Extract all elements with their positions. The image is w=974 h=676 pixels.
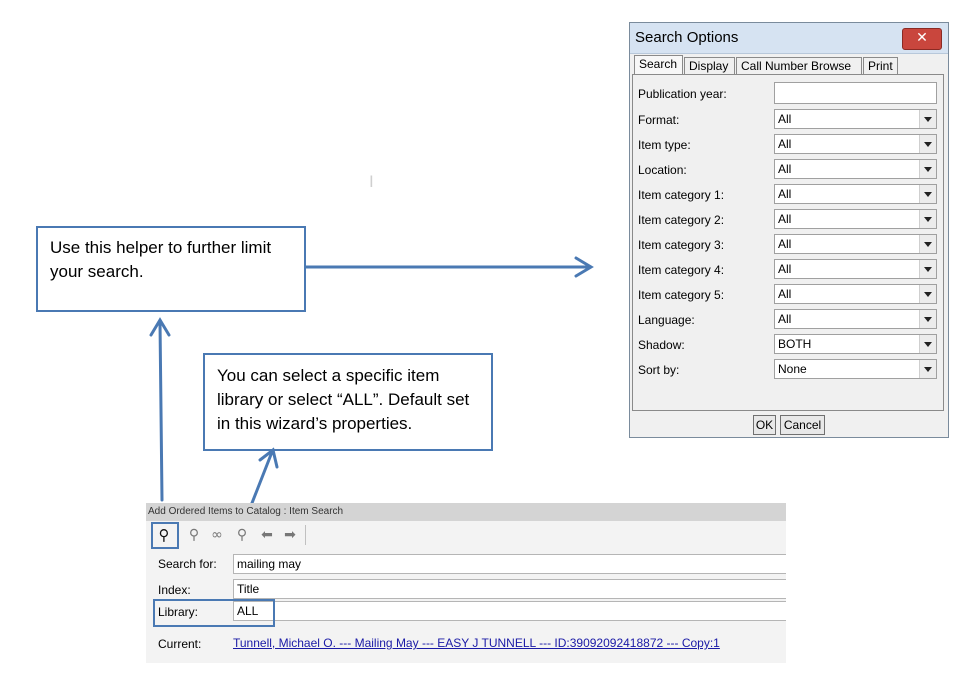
toolbar: ⚲ ⚲ ∞ ⚲ ⬅ ➡ <box>146 522 786 548</box>
current-label: Current: <box>158 637 202 651</box>
dialog-titlebar: Search Options ✕ <box>630 23 948 54</box>
language-label: Language: <box>638 313 695 327</box>
sort-by-label: Sort by: <box>638 363 680 377</box>
chevron-down-icon[interactable] <box>919 235 936 253</box>
text-cursor-icon: I <box>369 172 374 191</box>
chevron-down-icon[interactable] <box>919 335 936 353</box>
sort-by-value: None <box>778 362 807 376</box>
arrow-left-icon[interactable]: ⬅ <box>261 527 273 543</box>
cancel-button[interactable]: Cancel <box>780 415 825 435</box>
arrow-to-library-callout-head <box>258 447 279 469</box>
arrow-to-helper-head <box>149 317 171 337</box>
item-type-value: All <box>778 137 792 151</box>
item-category-2-row: Item category 2: All <box>633 209 943 231</box>
item-category-5-row: Item category 5: All <box>633 284 943 306</box>
tab-search[interactable]: Search <box>634 55 683 75</box>
window-title: Add Ordered Items to Catalog : Item Sear… <box>146 503 786 521</box>
item-category-4-row: Item category 4: All <box>633 259 943 281</box>
item-category-4-select[interactable]: All <box>774 259 937 279</box>
binoculars-outline-icon[interactable]: ∞ <box>211 527 223 543</box>
index-select[interactable]: Title <box>233 579 786 599</box>
shadow-value: BOTH <box>778 337 812 351</box>
chevron-down-icon[interactable] <box>919 210 936 228</box>
item-category-3-row: Item category 3: All <box>633 234 943 256</box>
item-category-3-select[interactable]: All <box>774 234 937 254</box>
item-category-4-value: All <box>778 262 792 276</box>
item-category-3-label: Item category 3: <box>638 238 725 252</box>
sort-by-row: Sort by: None <box>633 359 943 381</box>
chevron-down-icon[interactable] <box>919 285 936 303</box>
tab-print[interactable]: Print <box>863 57 898 74</box>
item-type-select[interactable]: All <box>774 134 937 154</box>
index-label: Index: <box>158 583 191 597</box>
helper-highlight-box <box>151 522 179 549</box>
item-search-window: Add Ordered Items to Catalog : Item Sear… <box>146 503 786 663</box>
format-value: All <box>778 112 792 126</box>
publication-year-label: Publication year: <box>638 87 727 101</box>
sort-by-select[interactable]: None <box>774 359 937 379</box>
close-button[interactable]: ✕ <box>902 28 942 50</box>
tab-display[interactable]: Display <box>684 57 735 74</box>
close-icon: ✕ <box>916 30 928 46</box>
search-for-input[interactable]: mailing may <box>233 554 786 574</box>
helper-callout-text: Use this helper to further limit your se… <box>50 238 272 281</box>
library-highlight-box <box>153 599 275 627</box>
chevron-down-icon[interactable] <box>919 110 936 128</box>
search-tab-panel: Publication year: Format: All Item type:… <box>632 74 944 411</box>
library-label: Library: <box>158 605 199 619</box>
chevron-down-icon[interactable] <box>919 135 936 153</box>
location-value: All <box>778 162 792 176</box>
language-row: Language: All <box>633 309 943 331</box>
item-category-2-value: All <box>778 212 792 226</box>
search-for-label: Search for: <box>158 557 217 571</box>
item-type-row: Item type: All <box>633 134 943 156</box>
binoculars-grid-icon[interactable]: ⚲ <box>236 527 248 543</box>
item-category-3-value: All <box>778 237 792 251</box>
language-select[interactable]: All <box>774 309 937 329</box>
publication-year-row: Publication year: <box>633 82 943 105</box>
tab-call-number-browse[interactable]: Call Number Browse <box>736 57 862 74</box>
item-category-1-row: Item category 1: All <box>633 184 943 206</box>
chevron-down-icon[interactable] <box>919 260 936 278</box>
item-category-1-select[interactable]: All <box>774 184 937 204</box>
binoculars-icon[interactable]: ⚲ <box>188 527 200 543</box>
shadow-row: Shadow: BOTH <box>633 334 943 356</box>
search-options-dialog: Search Options ✕ Search Display Call Num… <box>629 22 949 438</box>
publication-year-input[interactable] <box>774 82 937 104</box>
item-category-5-value: All <box>778 287 792 301</box>
library-callout: You can select a specific item library o… <box>203 353 493 451</box>
arrow-to-dialog-head <box>574 256 594 278</box>
format-row: Format: All <box>633 109 943 131</box>
arrow-to-helper <box>158 320 164 502</box>
format-label: Format: <box>638 113 680 127</box>
chevron-down-icon[interactable] <box>919 360 936 378</box>
chevron-down-icon[interactable] <box>919 310 936 328</box>
helper-callout: Use this helper to further limit your se… <box>36 226 306 312</box>
item-category-2-select[interactable]: All <box>774 209 937 229</box>
item-category-5-select[interactable]: All <box>774 284 937 304</box>
item-category-5-label: Item category 5: <box>638 288 725 302</box>
library-callout-text: You can select a specific item library o… <box>217 366 470 433</box>
location-select[interactable]: All <box>774 159 937 179</box>
arrow-right-icon[interactable]: ➡ <box>284 527 296 543</box>
item-type-label: Item type: <box>638 138 691 152</box>
search-helper-binoculars-icon[interactable]: ⚲ <box>158 526 170 544</box>
current-item-link[interactable]: Tunnell, Michael O. --- Mailing May --- … <box>233 636 720 650</box>
item-category-1-label: Item category 1: <box>638 188 725 202</box>
language-value: All <box>778 312 792 326</box>
format-select[interactable]: All <box>774 109 937 129</box>
location-label: Location: <box>638 163 687 177</box>
item-category-1-value: All <box>778 187 792 201</box>
shadow-label: Shadow: <box>638 338 685 352</box>
chevron-down-icon[interactable] <box>919 160 936 178</box>
ok-button[interactable]: OK <box>753 415 776 435</box>
item-category-2-label: Item category 2: <box>638 213 725 227</box>
location-row: Location: All <box>633 159 943 181</box>
shadow-select[interactable]: BOTH <box>774 334 937 354</box>
dialog-title: Search Options <box>635 29 739 46</box>
chevron-down-icon[interactable] <box>919 185 936 203</box>
item-category-4-label: Item category 4: <box>638 263 725 277</box>
toolbar-divider <box>305 525 306 545</box>
library-select[interactable]: ALL <box>233 601 786 621</box>
